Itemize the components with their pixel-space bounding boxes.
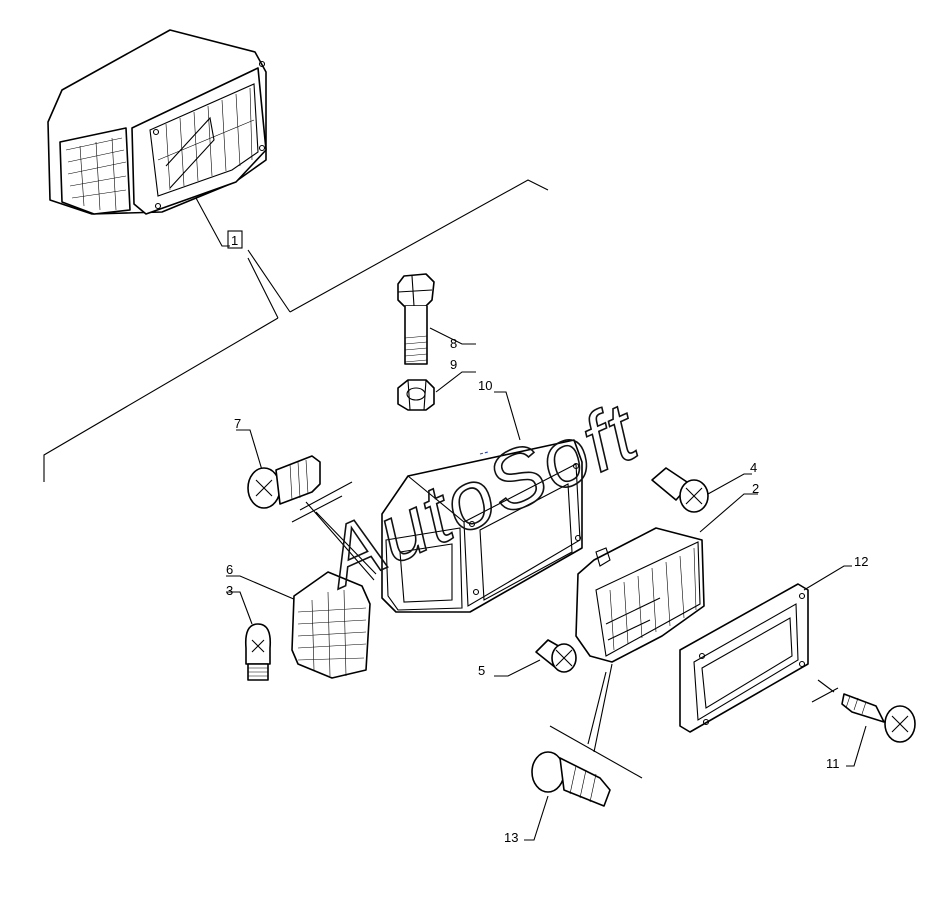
callout-5: 5 bbox=[478, 663, 485, 678]
callout-1-group: 1 bbox=[43, 179, 549, 482]
callout-1: 1 bbox=[231, 233, 238, 248]
bolt-part-8: 8 bbox=[397, 273, 476, 365]
callout-8: 8 bbox=[450, 336, 457, 351]
screw-part-11: 11 bbox=[826, 693, 916, 771]
screw-part-7: 7 bbox=[234, 416, 377, 581]
callout-12: 12 bbox=[854, 554, 868, 569]
callout-2: 2 bbox=[752, 481, 759, 496]
bulb-part-5: 5 bbox=[478, 639, 577, 678]
callout-10: 10 bbox=[478, 378, 492, 393]
lens-part-6: 6 bbox=[226, 562, 371, 679]
callout-13: 13 bbox=[504, 830, 518, 845]
screw-part-13: 13 bbox=[504, 663, 643, 845]
housing-part-10: 10 bbox=[381, 378, 583, 613]
callout-6: 6 bbox=[226, 562, 233, 577]
callout-11: 11 bbox=[826, 756, 840, 771]
assembled-lamp bbox=[47, 29, 267, 215]
sealed-beam-part-2: 2 bbox=[575, 481, 759, 663]
callout-7: 7 bbox=[234, 416, 241, 431]
callout-9: 9 bbox=[450, 357, 457, 372]
nut-part-9: 9 bbox=[397, 357, 476, 411]
callout-4: 4 bbox=[750, 460, 757, 475]
bulb-part-4: 4 bbox=[651, 460, 757, 513]
bulb-part-3: 3 bbox=[226, 583, 272, 681]
frame-part-12: 12 bbox=[679, 554, 868, 733]
callout-3: 3 bbox=[226, 583, 233, 598]
